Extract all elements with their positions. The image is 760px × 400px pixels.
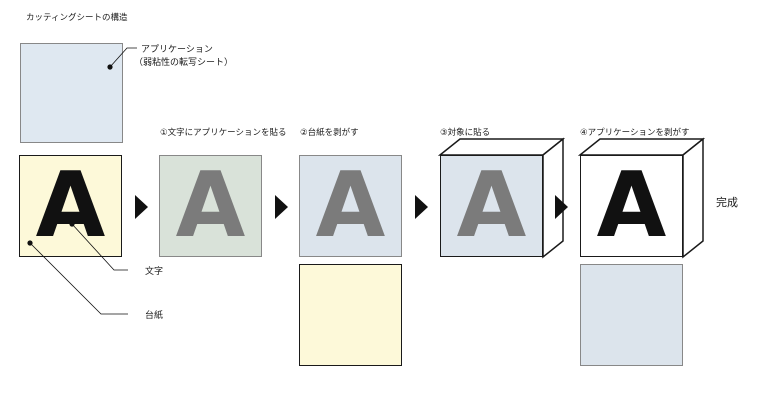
leader-line-backing <box>29 242 128 315</box>
letter-a-gray: A <box>175 153 246 258</box>
step4-object-side <box>682 137 704 259</box>
step2-lifted-sheet: A <box>299 155 402 257</box>
step4-removed-application <box>580 264 683 366</box>
step4-object-top <box>577 138 706 156</box>
step4-object-front: A <box>580 155 683 257</box>
step3-object-top <box>437 138 566 156</box>
final-label: 完成 <box>716 196 738 209</box>
arrow-icon <box>275 195 288 219</box>
application-sheet <box>20 43 123 143</box>
annotation-backing: 台紙 <box>145 311 164 321</box>
leader-line-letter <box>71 223 128 271</box>
letter-a-gray: A <box>456 153 527 258</box>
step3-object-front: A <box>440 155 543 257</box>
letter-a-black: A <box>596 153 667 258</box>
letter-a-black: A <box>35 153 106 258</box>
annotation-application-note: （弱粘性の転写シート） <box>134 58 234 68</box>
diagram-title: カッティングシートの構造 <box>26 13 128 23</box>
backing-sheet-with-letter: A <box>19 155 122 257</box>
letter-a-gray: A <box>315 153 386 258</box>
arrow-icon <box>135 195 148 219</box>
annotation-letter: 文字 <box>145 267 164 277</box>
step2-removed-backing <box>299 264 402 366</box>
arrow-icon <box>555 195 568 219</box>
arrow-icon <box>415 195 428 219</box>
step4-label: ④アプリケーションを剥がす <box>580 128 690 138</box>
step3-label: ③対象に貼る <box>440 128 491 138</box>
step1-applied-sheet: A <box>159 155 262 257</box>
step1-label: ①文字にアプリケーションを貼る <box>160 128 287 138</box>
step3-object-side <box>542 137 564 259</box>
step2-label: ②台紙を剥がす <box>300 128 359 138</box>
leader-line-application <box>109 47 137 68</box>
annotation-application: アプリケーション <box>141 45 213 55</box>
